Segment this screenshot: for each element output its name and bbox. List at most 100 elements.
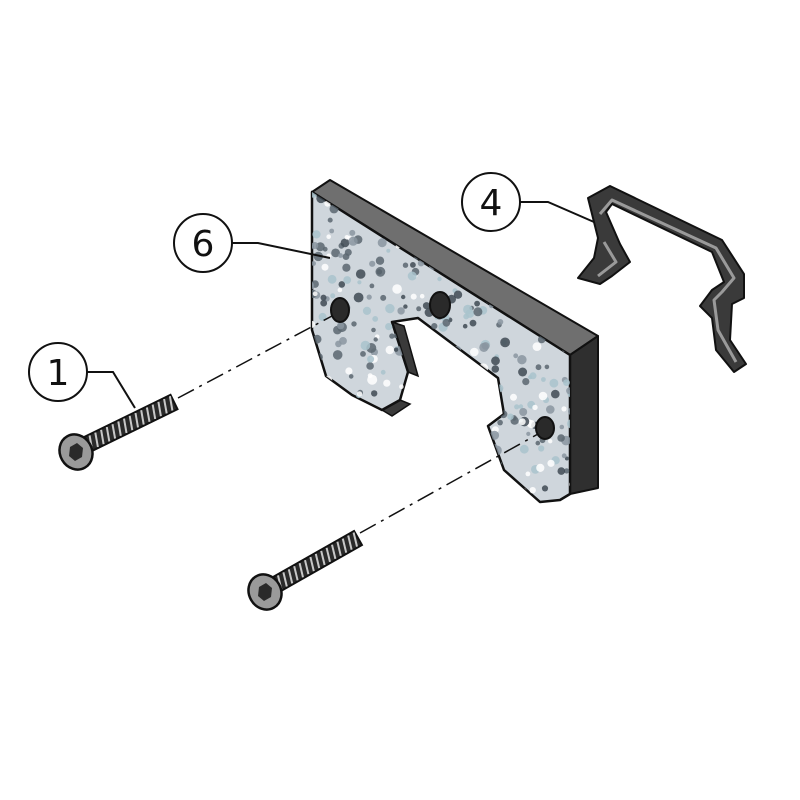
plate-speckle bbox=[378, 485, 387, 494]
plate-speckle bbox=[525, 233, 535, 243]
plate-speckle bbox=[369, 260, 376, 267]
screw-thread-ridge bbox=[282, 572, 288, 587]
plate-speckle bbox=[431, 493, 442, 502]
plate-speckle bbox=[350, 182, 359, 191]
plate-speckle bbox=[423, 352, 429, 358]
screw-lower-thread bbox=[271, 529, 364, 593]
plate-speckle bbox=[453, 220, 461, 229]
plate-speckle bbox=[522, 258, 533, 268]
plate-speckle bbox=[442, 433, 448, 439]
plate-speckle bbox=[480, 487, 490, 497]
plate-speckle bbox=[534, 275, 540, 280]
plate-speckle bbox=[529, 487, 536, 494]
plate-speckle bbox=[347, 463, 352, 469]
plate-speckle bbox=[353, 292, 364, 303]
plate-speckle bbox=[386, 503, 390, 507]
plate-speckle bbox=[565, 288, 570, 293]
callout-4-leader bbox=[520, 201, 595, 223]
plate-speckle bbox=[541, 485, 549, 492]
plate-speckle bbox=[423, 368, 428, 373]
plate-speckle bbox=[338, 281, 346, 288]
plate-speckle bbox=[460, 223, 467, 230]
plate-speckle bbox=[559, 285, 567, 293]
plate-speckle bbox=[378, 489, 383, 494]
plate-speckle bbox=[417, 192, 425, 193]
plate-speckle bbox=[517, 487, 528, 497]
plate-speckle bbox=[417, 218, 425, 226]
plate-speckle bbox=[339, 337, 347, 345]
plate-speckle bbox=[527, 239, 533, 246]
plate-speckle bbox=[376, 483, 382, 489]
plate-speckle bbox=[360, 340, 371, 351]
plate-speckle bbox=[348, 374, 354, 379]
plate-speckle bbox=[486, 479, 492, 485]
plate-speckle bbox=[337, 451, 346, 460]
plate-speckle bbox=[525, 471, 531, 477]
plate-speckle bbox=[419, 394, 430, 405]
callout-1-leader bbox=[87, 371, 136, 409]
screw-thread-ridge bbox=[163, 398, 168, 414]
plate-speckle bbox=[338, 434, 348, 444]
plate-speckle bbox=[565, 298, 570, 307]
plate-speckle bbox=[547, 459, 555, 467]
plate-speckle bbox=[398, 462, 407, 471]
plate-speckle bbox=[503, 236, 512, 245]
plate-speckle bbox=[557, 286, 566, 295]
screw-thread-ridge bbox=[331, 544, 337, 560]
plate-speckle bbox=[432, 206, 442, 217]
plate-speckle bbox=[554, 183, 561, 190]
plate-speckle bbox=[536, 463, 545, 472]
plate-speckle bbox=[442, 318, 451, 327]
plate-speckle bbox=[422, 449, 430, 457]
plate-speckle bbox=[563, 468, 570, 474]
plate-speckle bbox=[389, 333, 395, 339]
plate-speckle bbox=[463, 226, 472, 235]
screw-thread-ridge bbox=[111, 424, 117, 439]
screw-thread-ridge bbox=[157, 401, 162, 417]
plate-speckle bbox=[312, 422, 317, 433]
plate-speckle bbox=[551, 389, 560, 399]
plate-speckle bbox=[481, 232, 491, 242]
plate-speckle bbox=[569, 185, 575, 191]
plate-speckle bbox=[542, 292, 549, 298]
plate-speckle bbox=[453, 290, 463, 299]
screw-upper-thread bbox=[83, 393, 179, 453]
plate-speckle bbox=[520, 224, 527, 231]
plate-speckle bbox=[312, 494, 315, 502]
plate-speckle bbox=[418, 326, 425, 333]
plate-speckle bbox=[407, 271, 417, 281]
plate-speckle bbox=[515, 263, 520, 269]
plate-speckle bbox=[320, 299, 328, 307]
plate-speckle bbox=[441, 488, 446, 494]
plate-speckle bbox=[330, 488, 340, 498]
plate-speckle bbox=[473, 307, 483, 317]
plate-speckle bbox=[358, 431, 365, 439]
plate-speckle bbox=[404, 416, 412, 423]
plate-speckle bbox=[567, 184, 572, 189]
plate-speckle bbox=[541, 377, 546, 382]
plate-speckle bbox=[322, 413, 328, 419]
plate-speckle bbox=[450, 497, 459, 502]
plate-speckle bbox=[437, 276, 442, 282]
plate-speckle bbox=[328, 464, 333, 470]
plate-speckle bbox=[421, 477, 427, 483]
plate-speckle bbox=[329, 228, 335, 234]
plate-speckle bbox=[425, 358, 430, 363]
plate-speckle bbox=[391, 435, 400, 444]
plate-speckle bbox=[391, 438, 399, 446]
screw-thread-ridge bbox=[140, 410, 145, 425]
plate-speckle bbox=[510, 393, 517, 401]
screw-thread-ridge bbox=[293, 565, 299, 581]
plate-speckle bbox=[393, 347, 399, 352]
plate-speckle bbox=[312, 291, 318, 297]
plate-speckle bbox=[565, 274, 570, 279]
plate-speckle bbox=[312, 261, 317, 266]
plate-speckle bbox=[405, 475, 415, 485]
plate-speckle bbox=[509, 275, 514, 280]
plate-speckle bbox=[312, 281, 315, 290]
plate-speckle bbox=[546, 405, 555, 414]
plate-speckle bbox=[316, 432, 327, 442]
plate-speckle bbox=[513, 266, 519, 272]
plate-speckle bbox=[545, 243, 556, 253]
plate-speckle bbox=[379, 478, 387, 487]
